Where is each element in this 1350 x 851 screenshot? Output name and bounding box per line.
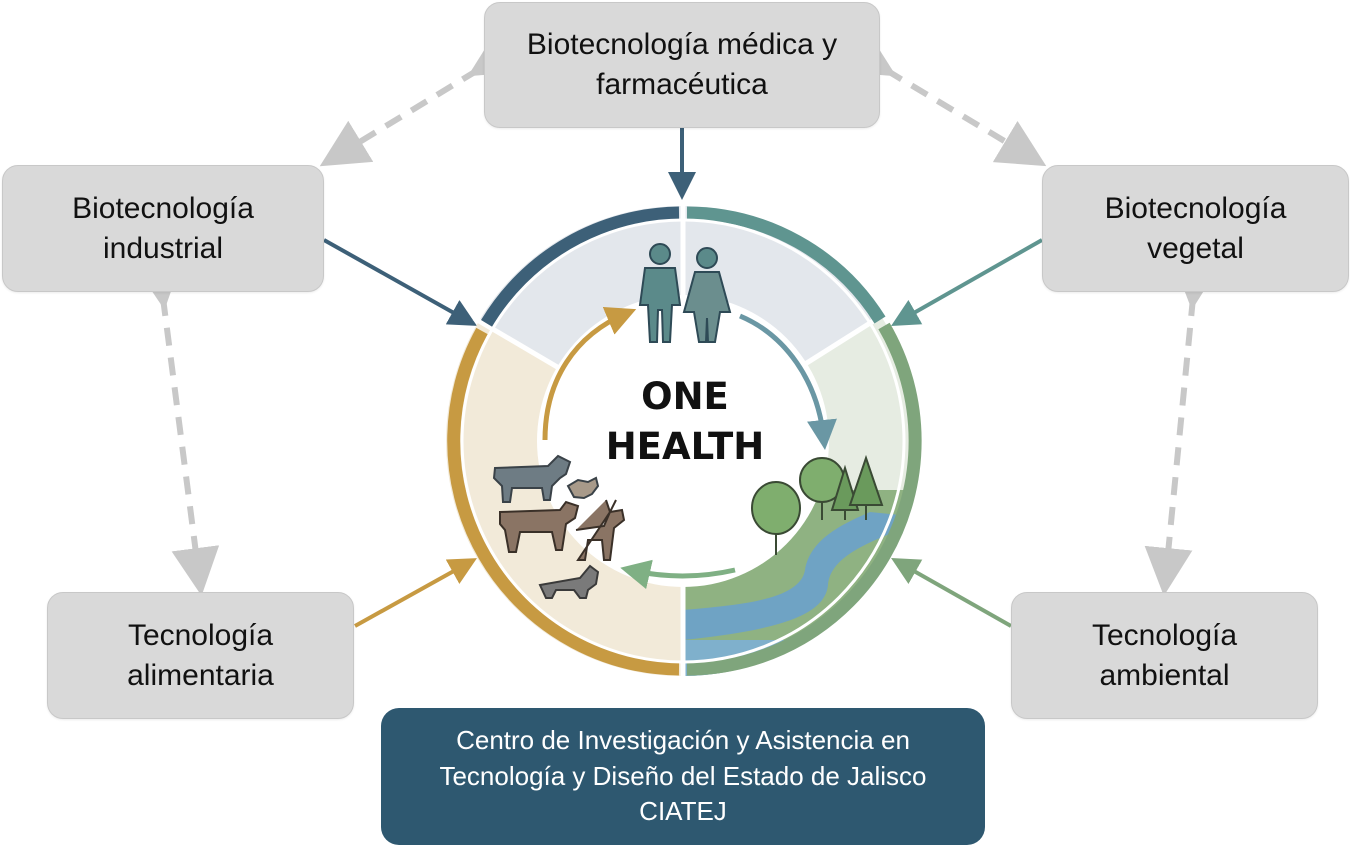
dashed-arrow-medica-industrial (319, 30, 522, 167)
arrow-industrial-to-circle (323, 238, 477, 326)
node-label-alimentaria: Tecnología alimentaria (127, 618, 274, 692)
node-tecnologia-alimentaria: Tecnología alimentaria (47, 592, 354, 719)
arrow-alimentaria-to-circle (354, 558, 477, 628)
ring-environment (686, 322, 922, 676)
institution-banner: Centro de Investigación y Asistencia en … (381, 708, 985, 845)
arrow-ambiental-to-circle (891, 558, 1012, 628)
solid-links (323, 128, 1043, 628)
dashed-arrow-vegetal-ambiental (1144, 259, 1221, 596)
node-label-ambiental: Tecnología ambiental (1091, 618, 1238, 692)
ring-human (481, 206, 680, 327)
cow-icon (499, 500, 580, 553)
ring-plant (686, 206, 886, 324)
node-label-industrial: Biotecnología industrial (72, 191, 254, 265)
institution-name: Centro de Investigación y Asistencia en … (439, 724, 927, 827)
people-icon (638, 243, 732, 343)
cycle-arrow-environment-to-animal (620, 559, 736, 590)
chicken-icon (566, 476, 600, 500)
node-label-medica: Biotecnología médica y farmacéutica (526, 28, 838, 101)
arrow-vegetal-to-circle (891, 238, 1043, 326)
dashed-arrow-industrial-alimentaria (134, 259, 220, 596)
one-health-title: ONE HEALTH (605, 375, 765, 468)
river-icon (683, 512, 900, 640)
cycle-arrow-animal-to-human (542, 306, 637, 441)
dashed-arrow-medica-vegetal (842, 30, 1047, 167)
cattle-icon (492, 454, 572, 503)
tree-icon (751, 454, 884, 555)
node-biotecnologia-vegetal: Biotecnología vegetal (1042, 165, 1349, 292)
dashed-links (134, 30, 1221, 596)
cycle-arrow-human-to-environment (739, 313, 837, 450)
deer-icon (575, 499, 626, 561)
ring-animal (447, 327, 680, 676)
node-biotecnologia-medica: Biotecnología médica y farmacéutica (484, 2, 880, 128)
fox-icon (538, 564, 600, 599)
node-biotecnologia-industrial: Biotecnología industrial (2, 165, 324, 292)
node-tecnologia-ambiental: Tecnología ambiental (1011, 592, 1318, 719)
node-label-vegetal: Biotecnología vegetal (1104, 191, 1287, 265)
